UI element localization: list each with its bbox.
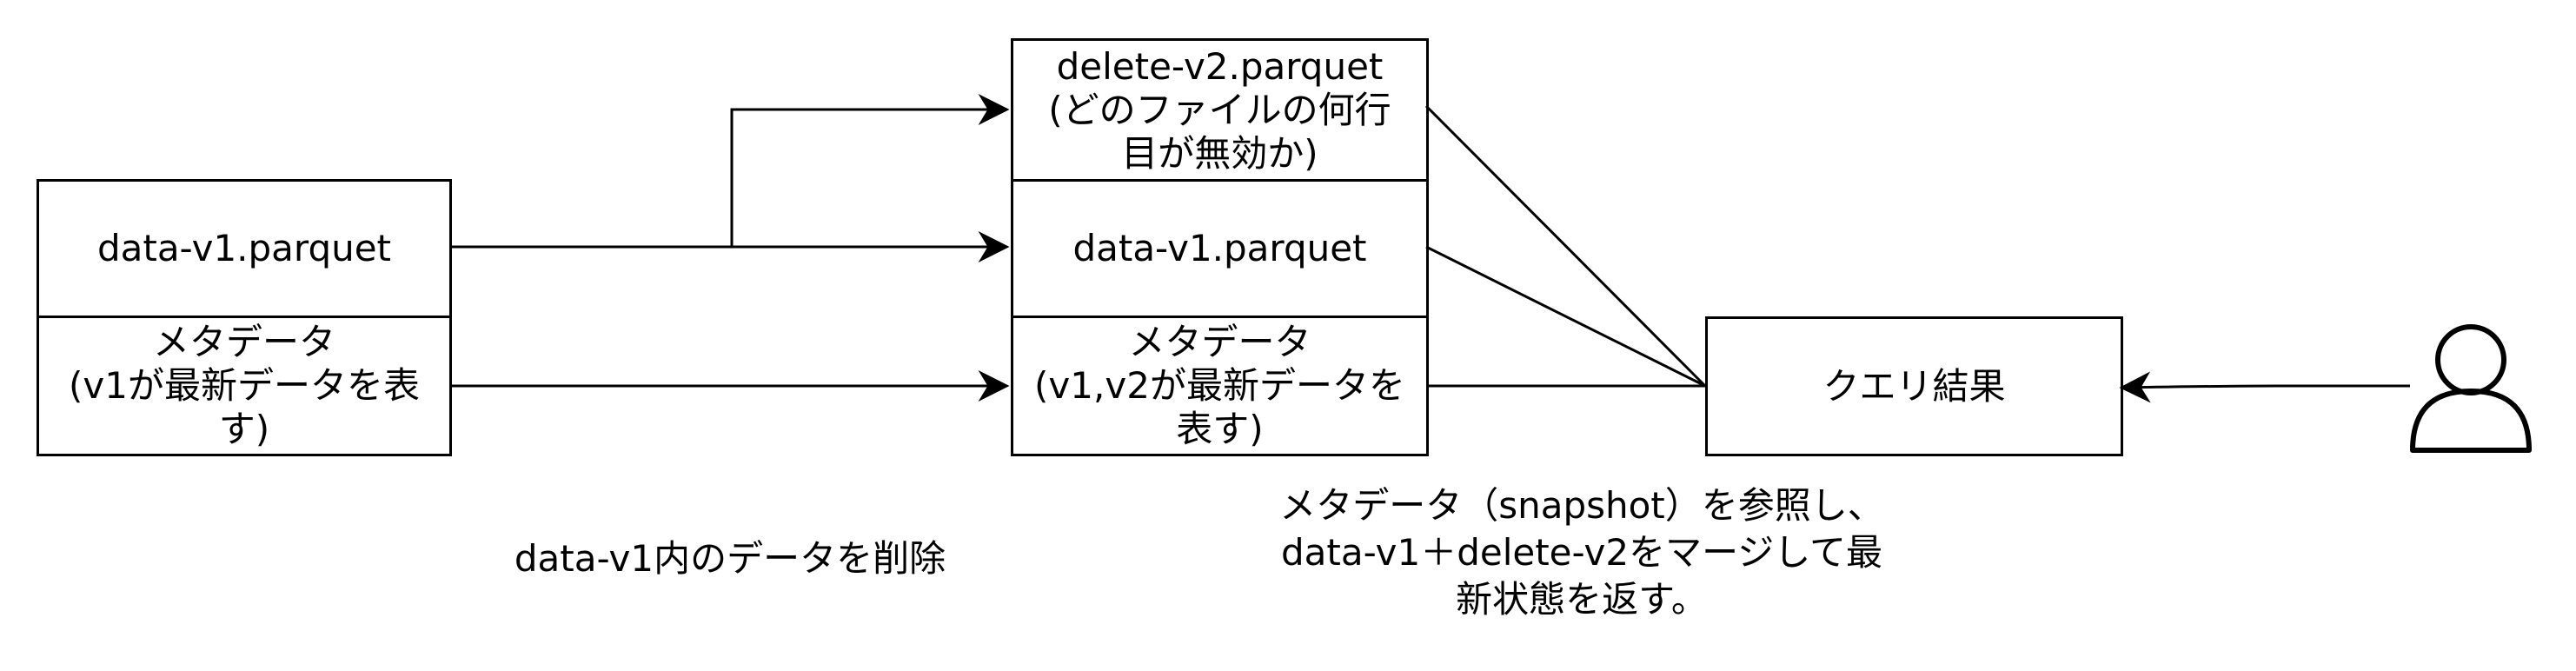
delete-caption: data-v1内のデータを削除 bbox=[514, 537, 946, 580]
query-caption: メタデータ（snapshot）を参照し、 data-v1＋delete-v2をマ… bbox=[1279, 484, 1884, 621]
middle-metadata-box: メタデータ (v1,v2が最新データを 表す) bbox=[1011, 316, 1429, 456]
arrow-to-delete-file bbox=[452, 94, 1010, 249]
arrow-user-to-result bbox=[2119, 371, 2410, 403]
left-metadata-box: メタデータ (v1が最新データを表 す) bbox=[37, 316, 452, 456]
left-metadata-label: メタデータ (v1が最新データを表 す) bbox=[69, 321, 420, 450]
left-data-file-box: data-v1.parquet bbox=[37, 179, 452, 318]
middle-metadata-label: メタデータ (v1,v2が最新データを 表す) bbox=[1034, 321, 1405, 450]
delete-file-box: delete-v2.parquet (どのファイルの何行 目が無効か) bbox=[1011, 38, 1429, 182]
query-result-box: クエリ結果 bbox=[1705, 316, 2123, 456]
middle-data-file-box: data-v1.parquet bbox=[1011, 179, 1429, 318]
middle-data-file-label: data-v1.parquet bbox=[1072, 227, 1367, 269]
line-delete-to-result bbox=[1424, 104, 1707, 388]
user-icon bbox=[2410, 324, 2532, 453]
query-result-label: クエリ結果 bbox=[1822, 364, 2006, 408]
left-data-file-label: data-v1.parquet bbox=[96, 227, 392, 269]
delete-file-label: delete-v2.parquet (どのファイルの何行 目が無効か) bbox=[1048, 44, 1391, 175]
line-data-to-result bbox=[1425, 245, 1706, 388]
